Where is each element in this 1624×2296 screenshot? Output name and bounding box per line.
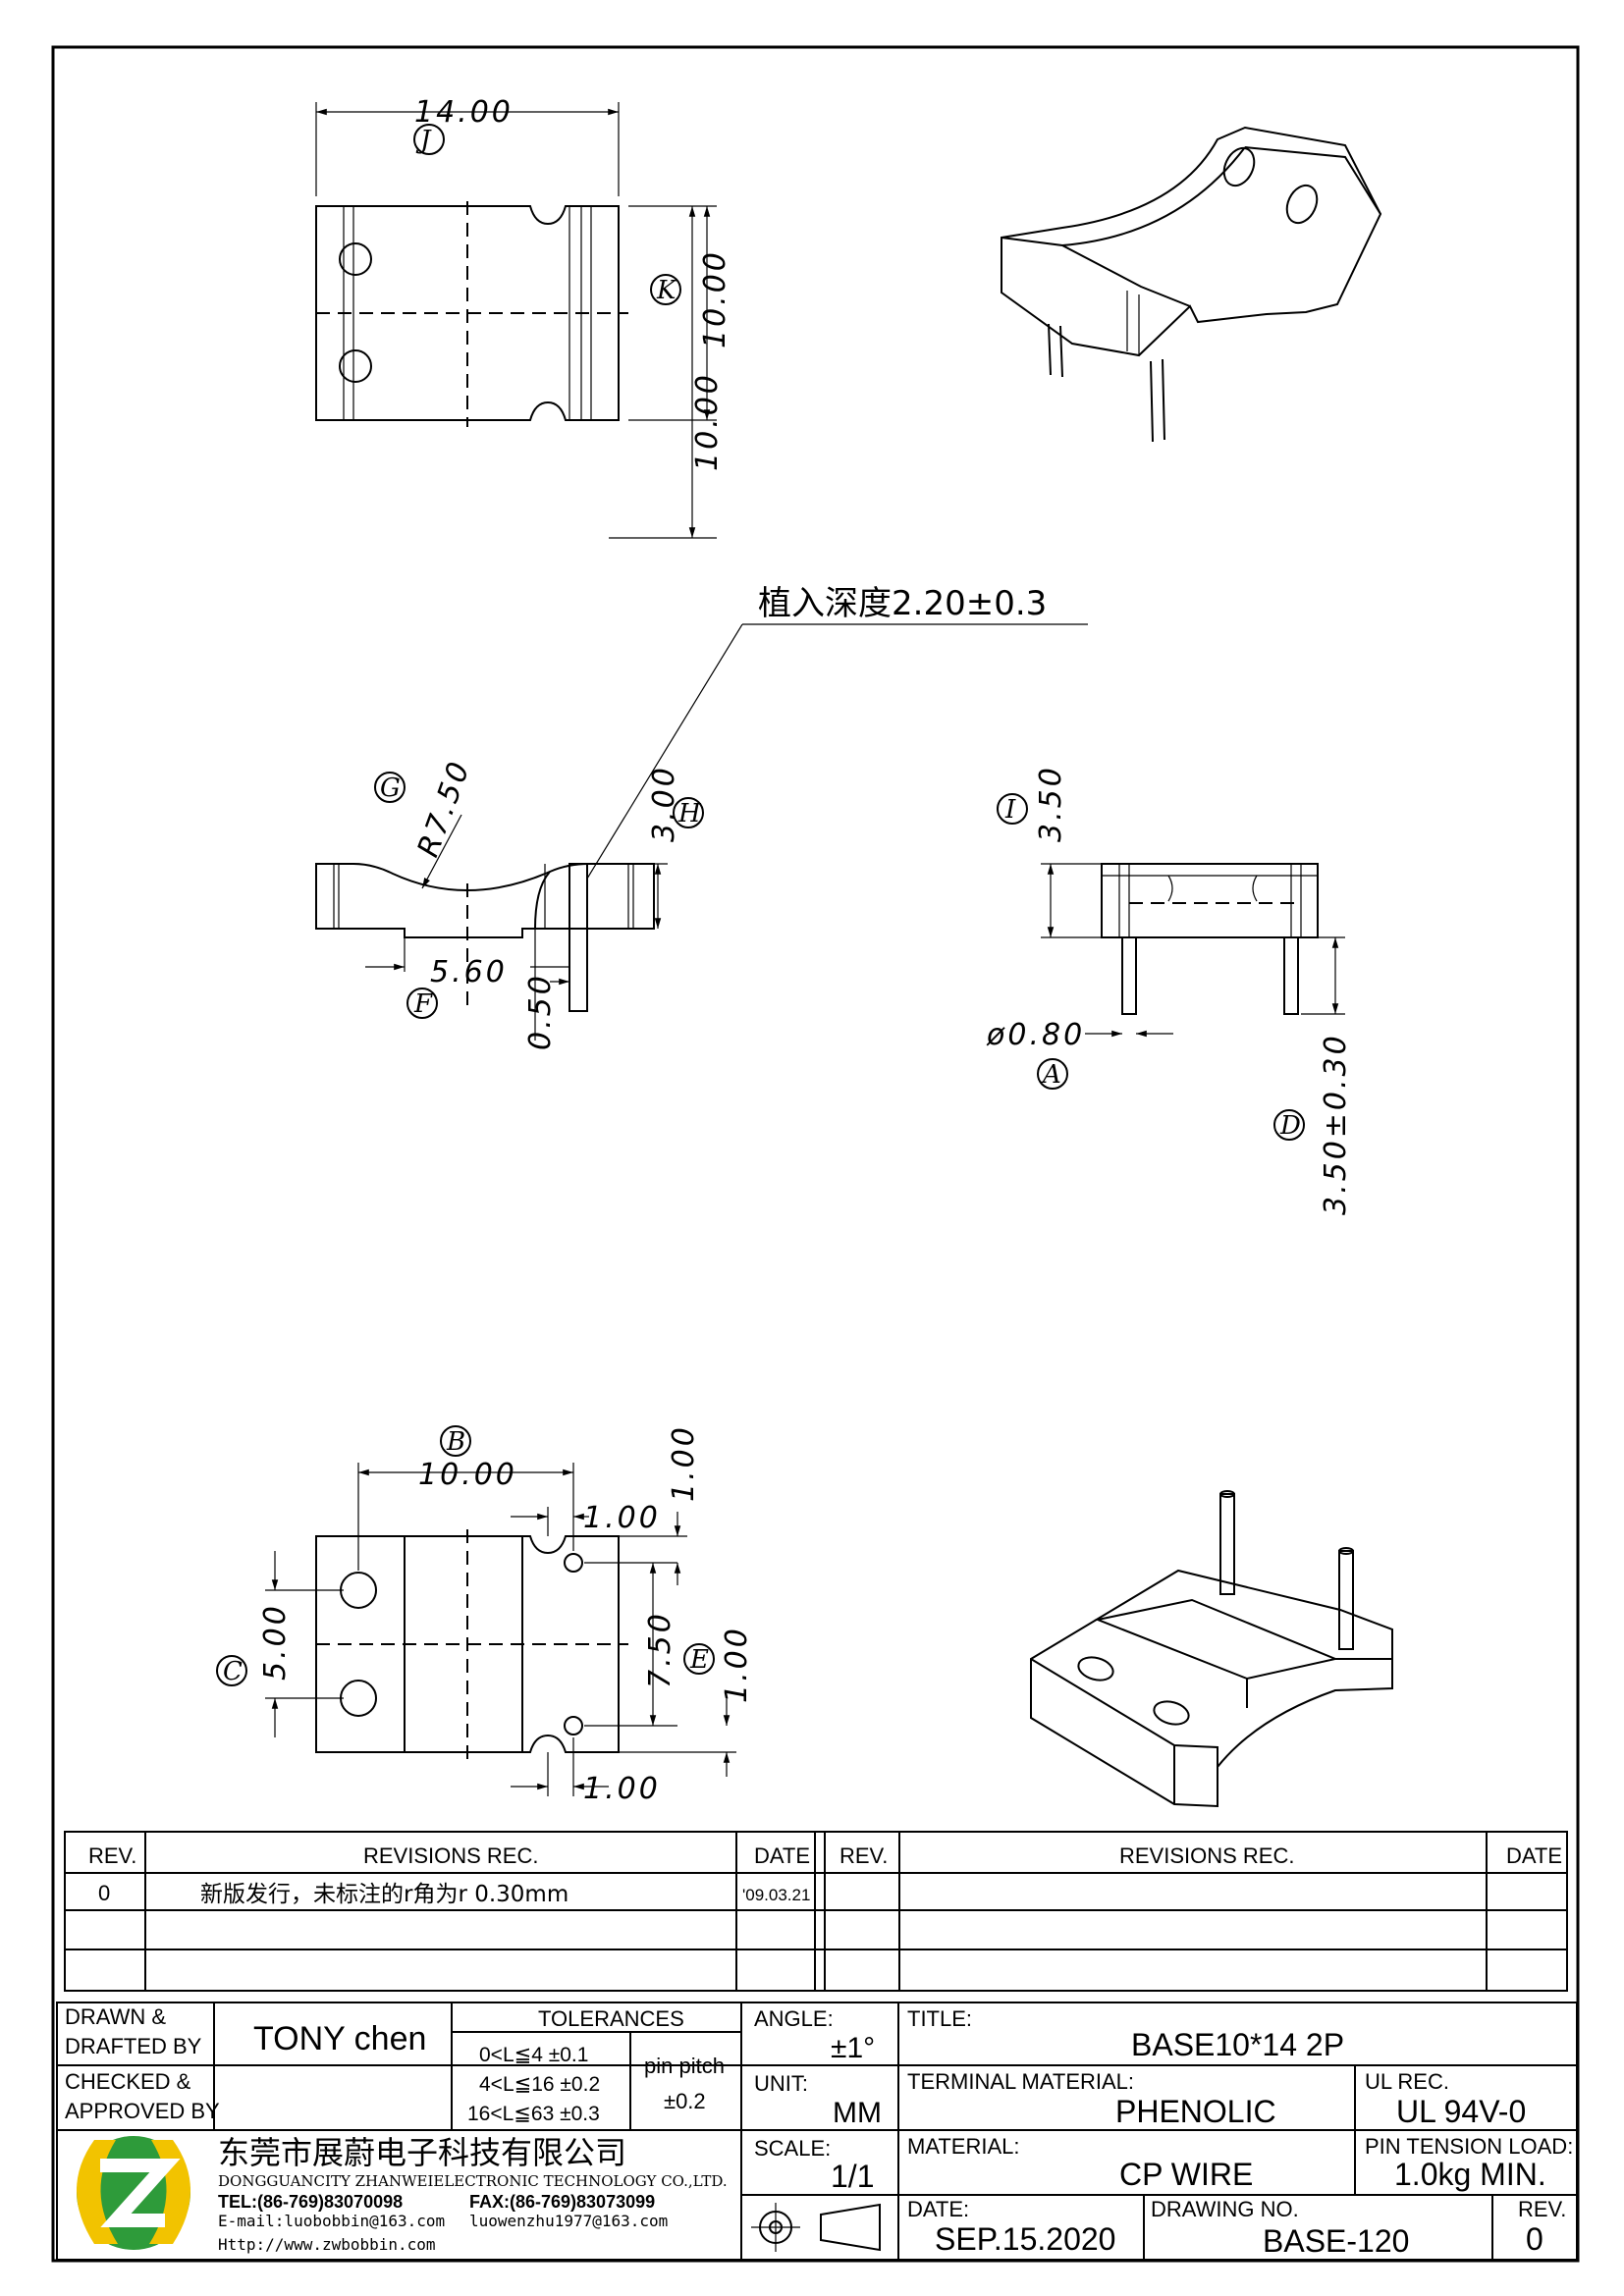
company-tel: TEL:(86-769)83070098 — [218, 2192, 403, 2212]
bottom-view — [265, 1463, 736, 1796]
label-b-text: B — [446, 1427, 465, 1457]
unit-value: MM — [833, 2097, 882, 2129]
dim-bottom-bottom: 1.00 — [583, 1772, 661, 1806]
tolerance-1: 0<L≦4 ±0.1 — [479, 2044, 588, 2066]
revision-table — [64, 1831, 1568, 1992]
company-email-2: luowenzhu1977@163.com — [469, 2212, 668, 2230]
dim-bottom-left: 5.00 — [258, 1603, 293, 1681]
label-e-text: E — [689, 1645, 709, 1675]
company-fax: FAX:(86-769)83073099 — [469, 2192, 655, 2212]
company-web: Http://www.zwbobbin.com — [218, 2235, 436, 2254]
date-value: SEP.15.2020 — [935, 2221, 1115, 2257]
label-a-text: A — [1041, 1060, 1061, 1090]
date-label: DATE: — [907, 2197, 969, 2221]
label-f-text: F — [413, 989, 433, 1019]
label-j — [413, 124, 445, 155]
rev-label: REV. — [1518, 2197, 1566, 2221]
label-c — [216, 1655, 247, 1686]
pin-tension-label: PIN TENSION LOAD: — [1365, 2134, 1573, 2159]
scale-value: 1/1 — [831, 2159, 874, 2194]
drawing-no-label: DRAWING NO. — [1151, 2197, 1299, 2221]
pin-pitch-label: pin pitch — [644, 2054, 725, 2078]
dim-bottom-mid: 7.50 — [643, 1611, 677, 1688]
label-k-text: K — [656, 276, 677, 305]
label-d — [1273, 1109, 1305, 1141]
dim-bottom-width: 10.00 — [418, 1458, 517, 1492]
dim-side-width: 5.60 — [430, 955, 508, 989]
projection-symbol-icon — [751, 2203, 881, 2252]
label-b — [440, 1425, 471, 1457]
front-view — [1041, 863, 1345, 1038]
rev-row-0-rev: 0 — [98, 1881, 110, 1905]
dim-bottom-right-vert: 1.00 — [667, 1424, 701, 1502]
drawn-value: TONY chen — [253, 2020, 426, 2057]
pin-tension-value: 1.0kg MIN. — [1394, 2157, 1546, 2192]
label-a — [1037, 1058, 1068, 1090]
note-insert-depth: 植入深度2.20±0.3 — [758, 584, 1047, 623]
drafted-label: DRAFTED BY — [65, 2034, 202, 2058]
company-email-1: E-mail:luobobbin@163.com — [218, 2212, 445, 2230]
rev-value: 0 — [1526, 2221, 1543, 2257]
rev-header-right: REV. — [839, 1843, 888, 1868]
label-k — [650, 274, 681, 305]
company-logo — [77, 2136, 190, 2250]
angle-value: ±1° — [831, 2032, 875, 2064]
date-header-left: DATE — [754, 1843, 810, 1868]
label-h — [673, 797, 704, 828]
material-value: CP WIRE — [1119, 2157, 1253, 2192]
ul-label: UL REC. — [1365, 2069, 1449, 2094]
dim-top-right-b: 10.00 — [690, 372, 725, 471]
ul-value: UL 94V-0 — [1396, 2094, 1526, 2129]
drawn-label: DRAWN & — [65, 2004, 166, 2029]
isometric-view-top — [1001, 126, 1382, 443]
approved-label: APPROVED BY — [65, 2099, 220, 2123]
dim-pin-length: 3.50±0.30 — [1319, 1033, 1353, 1215]
isometric-view-bottom — [1030, 1490, 1393, 1808]
checked-label: CHECKED & — [65, 2069, 191, 2094]
unit-label: UNIT: — [754, 2071, 808, 2096]
tolerance-3: 16<L≦63 ±0.3 — [467, 2103, 600, 2125]
dim-bottom-right-top: 1.00 — [583, 1501, 661, 1535]
dim-pin-diameter: ø0.80 — [986, 1018, 1085, 1052]
terminal-value: PHENOLIC — [1115, 2094, 1276, 2129]
title-block — [56, 2002, 1578, 2261]
dim-front-height: 3.50 — [1034, 765, 1068, 842]
label-g — [374, 772, 406, 803]
label-f — [406, 988, 438, 1019]
title-label: TITLE: — [907, 2006, 972, 2031]
dim-side-pin-gap: 0.50 — [523, 973, 558, 1050]
date-header-right: DATE — [1506, 1843, 1562, 1868]
company-name-cn: 东莞市展蔚电子科技有限公司 — [218, 2134, 626, 2171]
rev-header-left: REV. — [88, 1843, 136, 1868]
scale-label: SCALE: — [754, 2136, 831, 2161]
top-view — [315, 102, 717, 539]
tolerances-label: TOLERANCES — [538, 2006, 684, 2031]
rec-header-left: REVISIONS REC. — [363, 1843, 538, 1868]
rev-row-0-date: '09.03.21 — [742, 1886, 810, 1904]
angle-label: ANGLE: — [754, 2006, 834, 2031]
dim-radius: R7.50 — [411, 755, 478, 861]
rev-row-0-rec: 新版发行，未标注的r角为r 0.30mm — [200, 1882, 568, 1907]
rec-header-right: REVISIONS REC. — [1119, 1843, 1294, 1868]
terminal-label: TERMINAL MATERIAL: — [907, 2069, 1134, 2094]
label-i — [997, 793, 1028, 825]
company-name-en: DONGGUANCITY ZHANWEIELECTRONIC TECHNOLOG… — [218, 2172, 728, 2190]
label-e — [683, 1643, 715, 1675]
label-j-text: J — [415, 126, 432, 155]
label-h-text: H — [677, 799, 702, 828]
label-d-text: D — [1279, 1111, 1301, 1141]
tolerance-2: 4<L≦16 ±0.2 — [479, 2073, 600, 2096]
dim-bottom-right-low: 1.00 — [720, 1626, 754, 1703]
material-label: MATERIAL: — [907, 2134, 1020, 2159]
label-c-text: C — [223, 1657, 243, 1686]
side-view — [315, 623, 1088, 1041]
pin-pitch-value: ±0.2 — [664, 2089, 706, 2113]
drawing-no-value: BASE-120 — [1263, 2223, 1409, 2259]
title-value: BASE10*14 2P — [1131, 2027, 1344, 2062]
dim-top-right-a: 10.00 — [698, 249, 732, 348]
label-i-text: I — [1004, 795, 1016, 825]
label-g-text: G — [380, 774, 401, 803]
